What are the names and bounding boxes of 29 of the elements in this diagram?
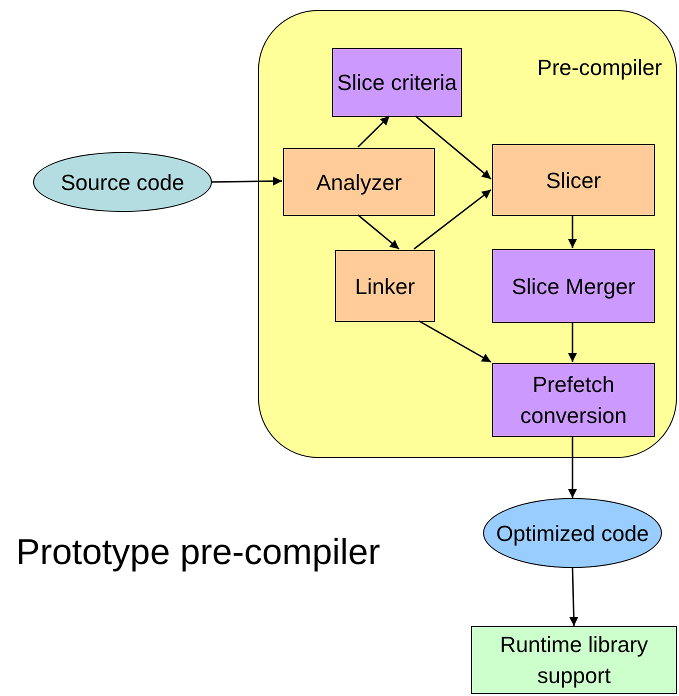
node-label: Slicer	[546, 166, 601, 194]
group-title: Pre-compiler	[537, 55, 662, 81]
arrow	[357, 115, 390, 148]
arrow	[568, 215, 577, 248]
process-box	[492, 144, 655, 216]
arrow	[414, 189, 492, 250]
process-box	[492, 363, 655, 437]
node-label: Slice Merger	[512, 272, 636, 301]
node-label: Runtime library support	[499, 631, 649, 690]
node-label: Source code	[60, 168, 184, 196]
process-box	[471, 626, 677, 694]
node-label: Optimized code	[496, 520, 649, 548]
node-label: Prefetch conversion	[519, 371, 628, 430]
group-panel	[258, 10, 677, 458]
process-box	[335, 250, 435, 322]
process-box	[332, 48, 462, 117]
process-box	[492, 249, 655, 323]
arrow	[358, 214, 400, 250]
arrow	[418, 320, 492, 363]
process-box	[283, 148, 435, 216]
diagram-caption: Prototype pre-compiler	[16, 530, 380, 574]
arrow	[569, 568, 578, 626]
node-label: Analyzer	[316, 168, 402, 197]
arrow	[568, 322, 577, 362]
arrow	[212, 176, 282, 186]
arrow	[568, 436, 577, 498]
node-label: Slice criteria	[337, 69, 457, 97]
node-label: Linker	[355, 272, 415, 300]
arrow	[415, 115, 492, 180]
